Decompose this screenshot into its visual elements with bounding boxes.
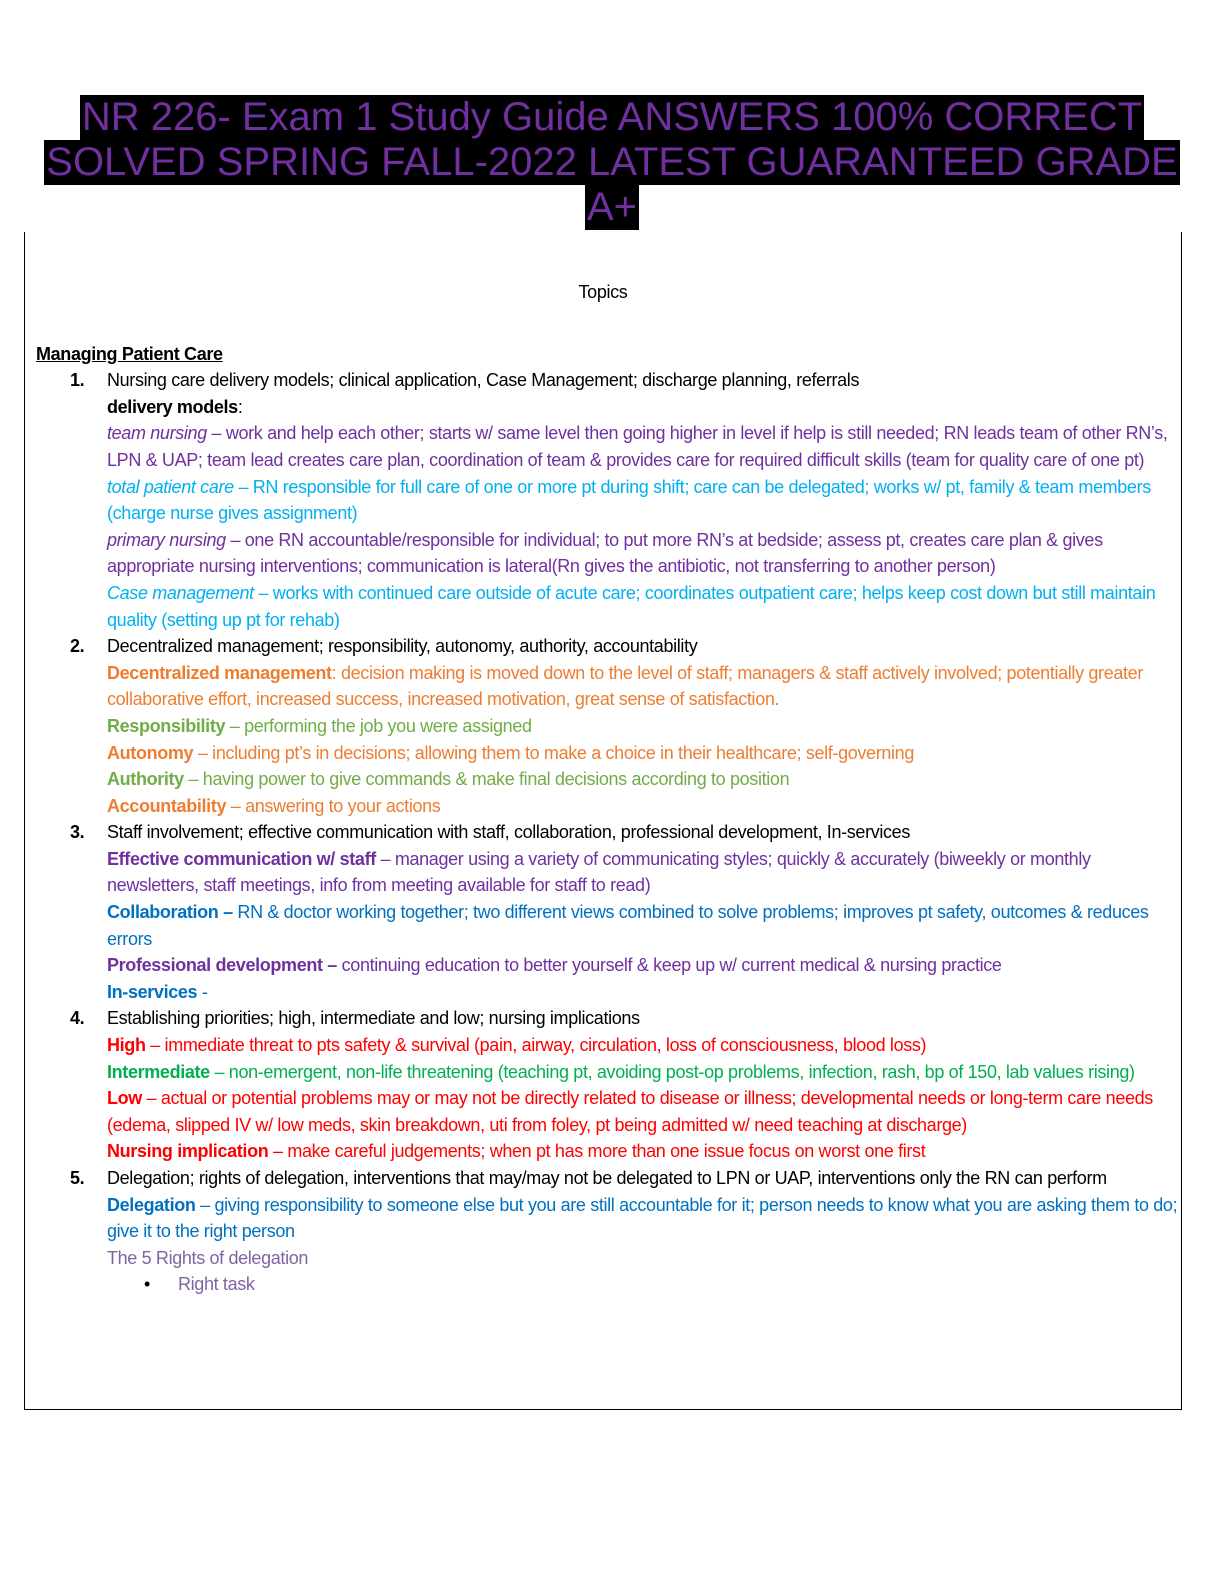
entry-in-services: In-services -	[107, 979, 1186, 1006]
subheading-colon: :	[237, 396, 243, 417]
rights-of-delegation-label: The 5 Rights of delegation	[107, 1247, 309, 1268]
entry-high: High – immediate threat to pts safety & …	[107, 1032, 1186, 1059]
entry-term: Accountability	[107, 795, 227, 816]
entry-text: – work and help each other; starts w/ sa…	[107, 423, 1168, 470]
entry-text: : decision making is moved down to the l…	[107, 662, 1143, 710]
entry-term: Collaboration –	[107, 902, 233, 923]
entry-term: Intermediate	[107, 1061, 210, 1082]
entry-term: primary nursing	[107, 529, 226, 550]
entry-text: – works with continued care outside of a…	[107, 582, 1156, 630]
entry-professional-development: Professional development – continuing ed…	[107, 952, 1186, 979]
title-line-2: SOLVED SPRING FALL-2022 LATEST GUARANTEE…	[44, 140, 1180, 185]
section-heading: Managing Patient Care	[36, 343, 223, 364]
title-line-3: A+	[584, 185, 640, 230]
entry-text: continuing education to better yourself …	[336, 955, 1002, 976]
entry-authority: Authority – having power to give command…	[107, 766, 1186, 793]
entry-term: total patient care	[107, 476, 234, 497]
entry-text: RN & doctor working together; two differ…	[107, 902, 1149, 949]
entry-autonomy: Autonomy – including pt’s in decisions; …	[107, 740, 1186, 767]
list-item-3: 3. Staff involvement; effective communic…	[36, 819, 1186, 1005]
list-item-2: 2. Decentralized management; responsibil…	[36, 633, 1186, 819]
entry-text: – performing the job you were assigned	[225, 715, 532, 736]
item-subheading: delivery models:	[107, 394, 1186, 421]
item-number: 3.	[70, 822, 85, 843]
item-heading: Decentralized management; responsibility…	[107, 636, 698, 657]
entry-term: Delegation	[107, 1194, 196, 1215]
topics-label: Topics	[578, 282, 628, 302]
entry-text: – actual or potential problems may or ma…	[107, 1088, 1153, 1135]
document-title: NR 226- Exam 1 Study Guide ANSWERS 100% …	[0, 95, 1224, 230]
entry-team-nursing: team nursing – work and help each other;…	[107, 420, 1186, 473]
entry-text: -	[197, 981, 208, 1002]
entry-text: – RN responsible for full care of one or…	[107, 476, 1151, 524]
entry-term: Professional development –	[107, 955, 337, 976]
entry-text: – one RN accountable/responsible for ind…	[107, 529, 1103, 577]
entry-term: Nursing implication	[107, 1141, 269, 1162]
document-body: Topics Managing Patient Care 1. Nursing …	[36, 279, 1186, 1298]
entry-accountability: Accountability – answering to your actio…	[107, 793, 1186, 820]
item-number: 1.	[70, 370, 85, 391]
item-number: 2.	[70, 636, 85, 657]
entry-text: – answering to your actions	[226, 795, 441, 816]
item-heading: Nursing care delivery models; clinical a…	[107, 370, 860, 391]
entry-case-management: Case management – works with continued c…	[107, 580, 1186, 633]
entry-term: Decentralized management	[107, 662, 332, 683]
item-heading: Delegation; rights of delegation, interv…	[107, 1168, 1107, 1188]
list-item-4: 4. Establishing priorities; high, interm…	[36, 1005, 1186, 1165]
bullet-text: Right task	[178, 1274, 255, 1295]
entry-term: team nursing	[107, 423, 207, 444]
entry-text: – giving responsibility to someone else …	[107, 1194, 1178, 1242]
content-frame	[24, 232, 1182, 1410]
entry-term: In-services	[107, 981, 198, 1002]
entry-text: – having power to give commands & make f…	[183, 769, 790, 790]
entry-term: Responsibility	[107, 715, 226, 736]
entry-term: Low	[107, 1088, 142, 1109]
entry-term: Authority	[107, 769, 184, 790]
entry-primary-nursing: primary nursing – one RN accountable/res…	[107, 527, 1186, 580]
entry-text: – including pt’s in decisions; allowing …	[193, 742, 915, 763]
entry-decentralized-management: Decentralized management: decision makin…	[107, 660, 1186, 713]
entry-text: – manager using a variety of communicati…	[107, 848, 1091, 896]
item-heading: Staff involvement; effective communicati…	[107, 822, 910, 843]
entry-delegation: Delegation – giving responsibility to so…	[107, 1192, 1186, 1245]
item-heading: Establishing priorities; high, intermedi…	[107, 1008, 640, 1029]
entry-nursing-implication: Nursing implication – make careful judge…	[107, 1138, 1186, 1165]
title-line-1: NR 226- Exam 1 Study Guide ANSWERS 100% …	[79, 95, 1145, 140]
entry-term: Autonomy	[107, 742, 194, 763]
entry-low: Low – actual or potential problems may o…	[107, 1085, 1186, 1138]
list-item-5: 5. Delegation; rights of delegation, int…	[36, 1165, 1186, 1271]
subheading-term: delivery models	[107, 396, 238, 417]
entry-term: High	[107, 1035, 146, 1056]
item-number: 4.	[70, 1008, 85, 1029]
entry-effective-communication: Effective communication w/ staff – manag…	[107, 846, 1186, 899]
entry-term: Effective communication w/ staff	[107, 848, 376, 869]
entry-term: Case management	[107, 582, 254, 603]
item-number: 5.	[70, 1168, 85, 1188]
entry-total-patient-care: total patient care – RN responsible for …	[107, 474, 1186, 527]
entry-responsibility: Responsibility – performing the job you …	[107, 713, 1186, 740]
list-item-1: 1. Nursing care delivery models; clinica…	[36, 367, 1186, 633]
entry-collaboration: Collaboration – RN & doctor working toge…	[107, 899, 1186, 952]
entry-intermediate: Intermediate – non-emergent, non-life th…	[107, 1059, 1186, 1086]
entry-text: – non-emergent, non-life threatening (te…	[209, 1061, 1135, 1082]
bullet-dot-icon: •	[144, 1274, 150, 1295]
entry-text: – make careful judgements; when pt has m…	[268, 1141, 926, 1162]
bullet-item: • Right task	[36, 1271, 1186, 1298]
entry-text: – immediate threat to pts safety & survi…	[145, 1035, 927, 1056]
